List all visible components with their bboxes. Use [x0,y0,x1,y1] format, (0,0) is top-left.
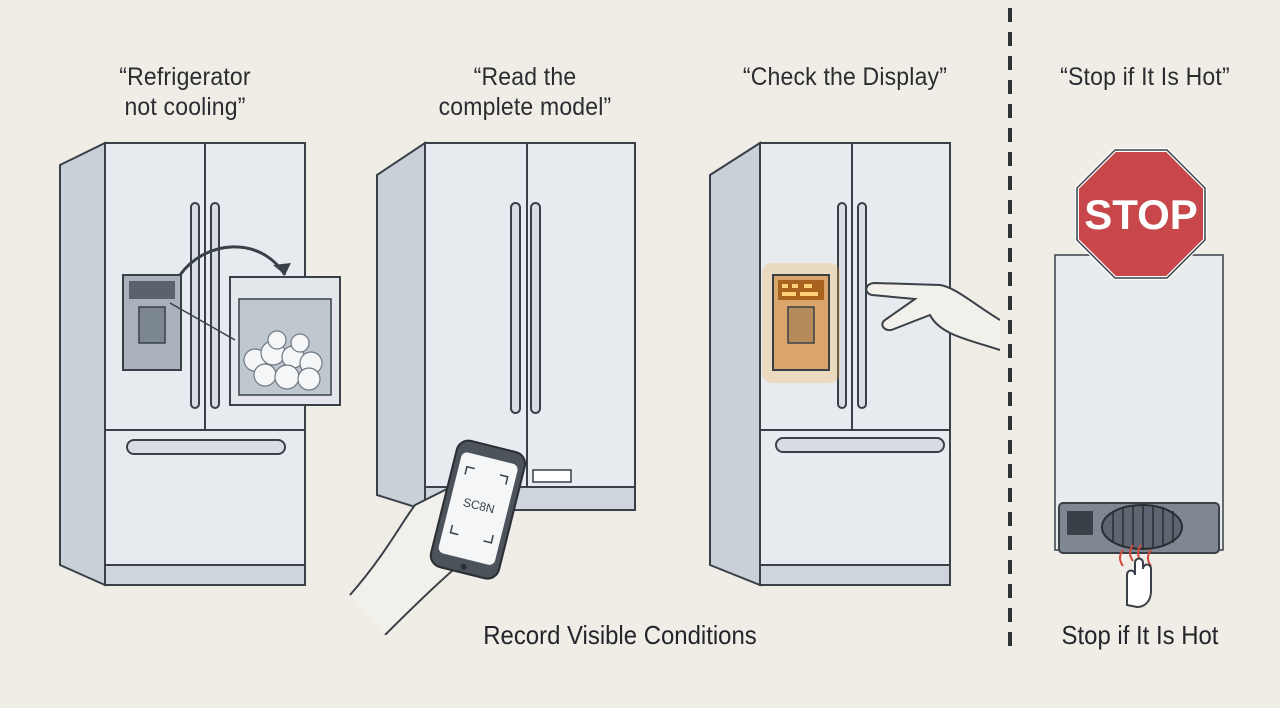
footer-record-visible-conditions: Record Visible Conditions [483,620,757,650]
caption-read-complete-model: “Read the complete model” [438,63,612,121]
section-divider [1008,8,1012,656]
bottom-strip [0,708,1280,715]
footer-stop-if-hot: Stop if It Is Hot [1061,620,1219,650]
caption-refrigerator-not-cooling: “Refrigerator not cooling” [119,63,251,121]
caption-check-the-display: “Check the Display” [742,63,948,91]
panel-check-display [700,135,1000,605]
stop-sign-text: STOP [1084,191,1198,238]
caption-stop-if-hot: “Stop if It Is Hot” [1060,63,1230,91]
panel-stop-if-hot: STOP [1045,145,1235,615]
smartphone-scanner: SC8N [420,438,530,588]
panel-fridge-not-cooling [55,135,345,605]
